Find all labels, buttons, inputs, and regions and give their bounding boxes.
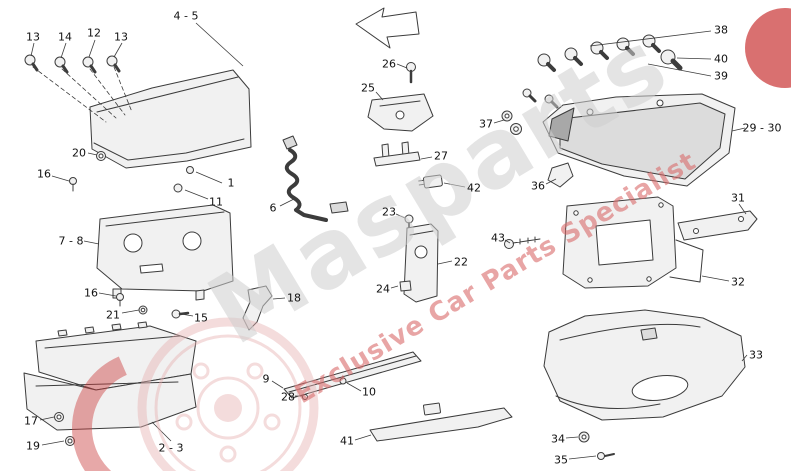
- callout-9: 9: [262, 372, 270, 386]
- direction-arrow-icon: [355, 7, 420, 49]
- bulbs-row-38-39: [537, 34, 661, 72]
- bulb-12-icon: [82, 56, 97, 74]
- bulb-dashed-leaders: [32, 66, 133, 123]
- leader-lines: [30, 22, 748, 460]
- callout-22: 22: [454, 255, 468, 269]
- callout-4-5: 4 - 5: [173, 9, 199, 23]
- sill-rail-9: [283, 351, 422, 400]
- callout-26: 26: [382, 57, 396, 71]
- callout-16-b: 16: [84, 286, 98, 300]
- callout-24: 24: [376, 282, 390, 296]
- callout-43: 43: [491, 231, 505, 245]
- callout-33: 33: [749, 348, 763, 362]
- callout-28: 28: [281, 390, 295, 404]
- washer-19: [65, 436, 75, 446]
- logo-red-crescent: [72, 350, 229, 471]
- callout-17: 17: [24, 414, 38, 428]
- bracket-36: [547, 162, 574, 188]
- nut-21: [138, 305, 148, 315]
- parts-layer: [23, 7, 758, 460]
- callout-21: 21: [106, 308, 120, 322]
- taillight-assembly-29-30: [542, 93, 736, 187]
- callout-42: 42: [467, 181, 481, 195]
- bulb-14-icon: [54, 56, 69, 74]
- callout-13-b: 13: [114, 30, 128, 44]
- callout-19: 19: [26, 439, 40, 453]
- bulb-13-icon: [24, 54, 39, 72]
- callout-18: 18: [287, 291, 301, 305]
- screw-35: [597, 452, 615, 460]
- bolt-10: [339, 377, 347, 385]
- callout-31: 31: [731, 191, 745, 205]
- front-lamp-assembly: [69, 69, 252, 193]
- callout-7-8: 7 - 8: [58, 234, 84, 248]
- rear-cover-33: [543, 309, 746, 421]
- bulb-icon: [616, 37, 635, 56]
- callout-23: 23: [382, 205, 396, 219]
- bulb-13b-icon: [106, 55, 121, 73]
- callout-20: 20: [72, 146, 86, 160]
- callout-15: 15: [194, 311, 208, 325]
- grommets-37: [501, 110, 522, 135]
- bracket-22: [403, 223, 439, 303]
- bracket-27: [373, 141, 421, 167]
- callout-13-a: 13: [26, 30, 40, 44]
- callout-37: 37: [479, 117, 493, 131]
- callout-27: 27: [434, 149, 448, 163]
- stud-1: [186, 166, 194, 174]
- callout-14: 14: [58, 30, 72, 44]
- bracket-18: [242, 285, 273, 331]
- rail-31: [677, 210, 758, 241]
- grommet-34: [578, 431, 590, 443]
- wheel-logo-icon: [72, 317, 319, 471]
- sensor-on-41: [423, 402, 441, 416]
- callout-10: 10: [362, 385, 376, 399]
- bolt-11: [173, 183, 183, 193]
- bulb-icon: [564, 47, 583, 66]
- screw-43: [504, 236, 541, 249]
- bolt-15: [171, 309, 190, 319]
- mounting-plate-32: [562, 196, 704, 289]
- nut-20: [96, 151, 106, 161]
- callout-41: 41: [340, 434, 354, 448]
- washer-17: [54, 412, 64, 422]
- callout-36: 36: [531, 179, 545, 193]
- bulb-40-icon: [660, 49, 683, 71]
- callout-11: 11: [209, 195, 223, 209]
- bracket-25: [367, 93, 434, 132]
- callout-16-a: 16: [37, 167, 51, 181]
- callout-32: 32: [731, 275, 745, 289]
- callout-1: 1: [227, 176, 235, 190]
- under-covers-2-3: [23, 321, 197, 446]
- clip-24: [399, 280, 412, 292]
- screw-16-lower: [116, 293, 124, 307]
- screw-28: [302, 394, 308, 400]
- cable-6: [282, 135, 349, 222]
- callout-34: 34: [551, 432, 565, 446]
- callout-12: 12: [87, 26, 101, 40]
- strip-41: [369, 402, 513, 442]
- callout-40: 40: [714, 52, 728, 66]
- logo-red-disc: [745, 8, 791, 88]
- callout-38: 38: [714, 23, 728, 37]
- bulb-sockets-top-left: [24, 54, 133, 123]
- lamp-support-bracket-7-8: [96, 204, 234, 319]
- watermark-under-layer: [745, 8, 791, 88]
- callout-39: 39: [714, 69, 728, 83]
- callout-6: 6: [269, 201, 277, 215]
- callout-2-3: 2 - 3: [158, 441, 184, 455]
- callout-29-30: 29 - 30: [742, 121, 782, 135]
- callout-35: 35: [554, 453, 568, 467]
- bolt-26: [406, 62, 416, 84]
- screw-16-upper: [69, 177, 77, 192]
- bulb-icon: [537, 53, 556, 72]
- callout-25: 25: [361, 81, 375, 95]
- small-bulbs: [522, 88, 559, 109]
- connector-42: [418, 174, 443, 189]
